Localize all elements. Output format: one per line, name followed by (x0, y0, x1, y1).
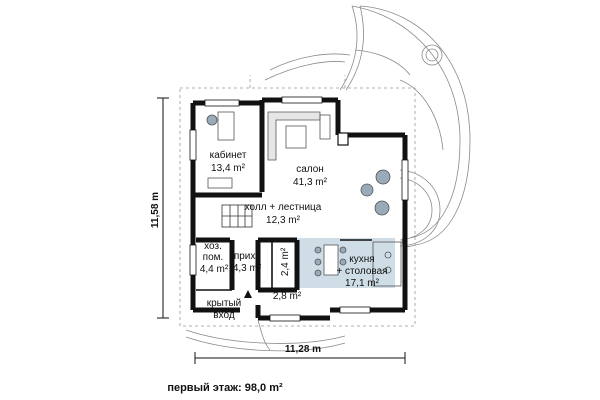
thin-partitions (196, 239, 372, 291)
hall-area: 12,3 m² (266, 215, 301, 226)
salon-name: салон (296, 164, 324, 175)
dining-table (314, 244, 347, 277)
height-dimension: 11,58 m (150, 192, 161, 228)
kitchen-name-2: + столовая (336, 266, 387, 277)
height-dimension-line (157, 97, 169, 319)
entry-hall-area: 4,3 m² (233, 263, 262, 274)
utility-area: 4,4 m² (200, 264, 229, 275)
cabinet-desk (206, 111, 235, 189)
round-bay (399, 169, 441, 247)
width-dimension: 11,28 m (285, 344, 321, 355)
terrace-bollard (421, 44, 443, 66)
kitchen-area: 17,1 m² (345, 278, 380, 289)
entry-hall-name: прих. (234, 251, 258, 262)
porch-name-1: крытый (207, 298, 241, 309)
kitchen-name-1: кухня (349, 254, 374, 265)
kitchen-counter (372, 241, 402, 287)
staircase (221, 204, 253, 228)
small-room-area: 2,8 m² (273, 291, 302, 302)
utility-name-2: пом. (203, 252, 224, 263)
floor-total-area: первый этаж: 98,0 m² (167, 382, 283, 394)
utility-name-1: хоз. (204, 241, 222, 252)
porch-name-2: вход (213, 310, 235, 321)
salon-armchairs (360, 169, 391, 216)
cabinet-name: кабинет (210, 149, 247, 161)
fireplace (337, 132, 349, 146)
hall-name: холл + лестница (245, 202, 322, 213)
entry-steps (185, 319, 346, 352)
windows (189, 96, 409, 322)
salon-area: 41,3 m² (293, 177, 328, 188)
salon-sofa (267, 111, 331, 161)
width-dimension-line (194, 352, 406, 364)
outer-dashed-footprint (179, 75, 416, 327)
wc-area: 2,4 m² (280, 247, 291, 276)
entry-arrow-icon (244, 290, 252, 298)
cabinet-area: 13,4 m² (211, 163, 246, 174)
